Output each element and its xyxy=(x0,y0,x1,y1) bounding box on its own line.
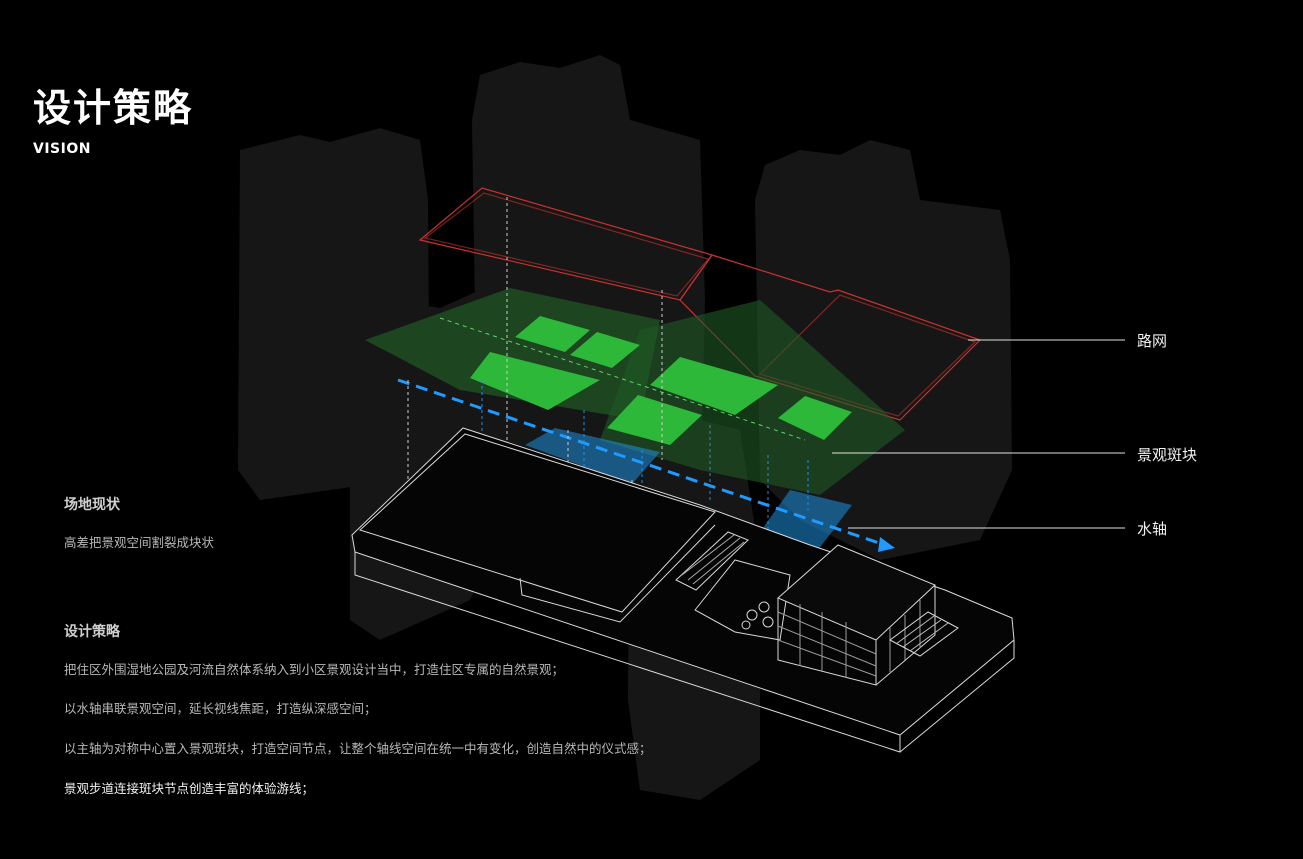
site-platform-side xyxy=(899,640,1015,753)
site-step xyxy=(519,524,716,623)
patch-4 xyxy=(650,357,778,415)
patch-1 xyxy=(515,316,590,352)
courtyard-wall xyxy=(694,559,791,641)
courtyard-trees xyxy=(741,601,774,630)
green-axis-line xyxy=(439,317,806,441)
water-axis-arrow-head xyxy=(878,537,895,552)
site-ramp xyxy=(675,531,749,591)
patch-2 xyxy=(570,332,640,368)
pergola-slats xyxy=(895,615,949,652)
strategy-item-2: 以水轴串联景观空间，延长视线焦距，打造纵深感空间； xyxy=(64,701,377,716)
building-front xyxy=(777,598,877,686)
landscape-layer xyxy=(365,288,905,495)
site-status-text: 高差把景观空间割裂成块状 xyxy=(64,535,215,550)
patch-5 xyxy=(607,395,702,445)
site-status-heading: 场地现状 xyxy=(64,497,120,513)
road-outline-right xyxy=(679,254,982,421)
label-water: 水轴 xyxy=(1137,520,1168,538)
ramp-stripes xyxy=(681,534,745,585)
strategy-item-3: 以主轴为对称中心置入景观斑块，打造空间节点，让整个轴线空间在统一中有变化，创造自… xyxy=(64,741,652,756)
site-upper-tier xyxy=(359,433,716,613)
label-road: 路网 xyxy=(1137,332,1168,350)
site-model xyxy=(351,427,1015,753)
patch-6 xyxy=(778,396,852,440)
building-side xyxy=(875,585,936,686)
page-title: 设计策略 xyxy=(33,86,194,130)
strategy-item-4: 景观步道连接斑块节点创造丰富的体验游线； xyxy=(64,781,315,796)
strategy-item-1: 把住区外围湿地公园及河流自然体系纳入到小区景观设计当中，打造住区专属的自然景观； xyxy=(64,662,565,677)
leader-lines xyxy=(832,339,1125,529)
water-patch-1 xyxy=(525,428,660,484)
site-platform-front xyxy=(354,552,901,753)
patch-3 xyxy=(470,352,600,410)
strategy-heading: 设计策略 xyxy=(64,624,120,640)
road-inner xyxy=(423,192,710,297)
site-platform-top xyxy=(351,427,1015,736)
page-subtitle: VISION xyxy=(33,141,91,157)
label-landscape: 景观斑块 xyxy=(1137,446,1198,464)
